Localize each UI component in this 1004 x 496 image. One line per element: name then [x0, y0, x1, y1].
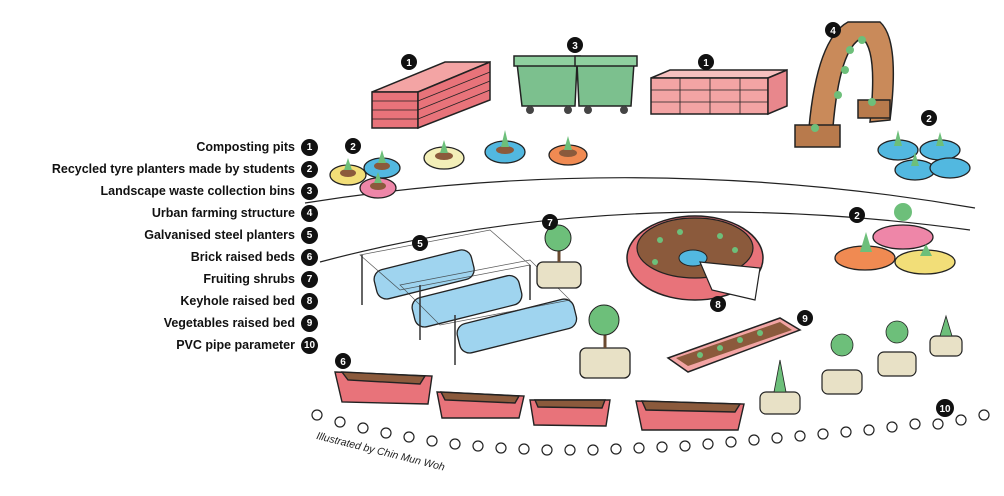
composting-pit-right: [650, 68, 788, 116]
legend-label: PVC pipe parameter: [176, 338, 295, 352]
callout-2-right: 2: [921, 110, 937, 126]
legend-label: Urban farming structure: [151, 206, 295, 220]
waste-bins: [513, 55, 638, 114]
legend-item-brick-beds: Brick raised beds 6: [0, 246, 318, 268]
callout-9: 9: [797, 310, 813, 326]
fruiting-shrub-lower: [579, 304, 631, 379]
legend-item-steel-planters: Galvanised steel planters 5: [0, 224, 318, 246]
legend-label: Galvanised steel planters: [144, 228, 295, 242]
legend-item-pvc-pipe: PVC pipe parameter 10: [0, 334, 318, 356]
legend-item-fruiting-shrubs: Fruiting shrubs 7: [0, 268, 318, 290]
legend-number-badge: 10: [301, 336, 318, 354]
tyre-planters-middle-right: [834, 203, 956, 275]
legend-label: Landscape waste collection bins: [100, 184, 295, 198]
potted-plants-right: [759, 314, 963, 415]
legend-number-badge: 9: [301, 314, 318, 332]
callout-3: 3: [567, 37, 583, 53]
legend-number-badge: 4: [301, 204, 318, 222]
callout-6: 6: [335, 353, 351, 369]
legend-number-badge: 1: [301, 138, 318, 156]
svg-text:4: 4: [830, 26, 836, 37]
legend-label: Recycled tyre planters made by students: [51, 162, 295, 176]
svg-text:2: 2: [350, 142, 356, 153]
legend-item-composting-pits: Composting pits 1: [0, 136, 318, 158]
callout-2-left: 2: [345, 138, 361, 154]
legend-number-badge: 7: [301, 270, 318, 288]
legend-number-badge: 3: [301, 182, 318, 200]
svg-text:9: 9: [802, 314, 808, 325]
callout-2-middle: 2: [849, 207, 865, 223]
svg-text:6: 6: [340, 357, 346, 368]
svg-text:8: 8: [715, 300, 721, 311]
brick-raised-beds: [334, 371, 745, 431]
urban-farming-structure: [794, 21, 895, 148]
path-curve-lower: [319, 211, 971, 263]
callout-4: 4: [825, 22, 841, 38]
legend-label: Brick raised beds: [190, 250, 295, 264]
legend-item-urban-farming: Urban farming structure 4: [0, 202, 318, 224]
legend-item-keyhole-bed: Keyhole raised bed 8: [0, 290, 318, 312]
legend-label: Vegetables raised bed: [163, 316, 295, 330]
legend-label: Composting pits: [196, 140, 295, 154]
legend-number-badge: 6: [301, 248, 318, 266]
callout-1-left: 1: [401, 54, 417, 70]
vegetables-raised-bed: [666, 317, 802, 373]
legend-item-tyre-planters: Recycled tyre planters made by students 2: [0, 158, 318, 180]
callout-1-right: 1: [698, 54, 714, 70]
legend-number-badge: 5: [301, 226, 318, 244]
legend-number-badge: 2: [301, 160, 318, 178]
keyhole-raised-bed: [626, 215, 764, 301]
fruiting-shrub-upper: [536, 224, 582, 289]
svg-text:10: 10: [939, 404, 951, 415]
svg-text:7: 7: [547, 218, 553, 229]
callout-10: 10: [936, 399, 954, 417]
tyre-planters-left: [329, 130, 588, 199]
pvc-pipe-perimeter: [311, 409, 990, 456]
callout-7: 7: [542, 214, 558, 230]
svg-text:5: 5: [417, 239, 423, 250]
legend: Composting pits 1 Recycled tyre planters …: [0, 136, 318, 356]
svg-text:2: 2: [854, 211, 860, 222]
svg-text:1: 1: [703, 58, 709, 69]
svg-text:1: 1: [406, 58, 412, 69]
composting-pit-left: [371, 60, 491, 130]
legend-number-badge: 8: [301, 292, 318, 310]
legend-item-waste-bins: Landscape waste collection bins 3: [0, 180, 318, 202]
tyre-planters-right: [877, 130, 971, 181]
callout-badges: 1 3 1 4 2 2 2 5 7 8 9 6 10: [335, 22, 954, 417]
legend-label: Keyhole raised bed: [180, 294, 295, 308]
svg-text:3: 3: [572, 41, 578, 52]
galvanised-steel-planters: [359, 229, 578, 365]
legend-label: Fruiting shrubs: [203, 272, 295, 286]
path-curve-upper: [304, 177, 976, 209]
svg-text:2: 2: [926, 114, 932, 125]
callout-5: 5: [412, 235, 428, 251]
legend-item-vegetables-bed: Vegetables raised bed 9: [0, 312, 318, 334]
callout-8: 8: [710, 296, 726, 312]
